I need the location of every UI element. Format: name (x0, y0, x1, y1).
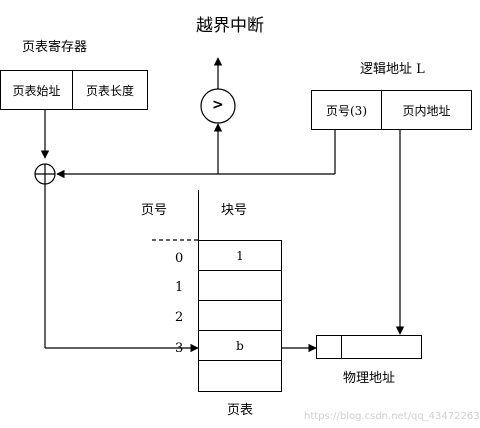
adder-icon (34, 163, 56, 185)
header-divider (198, 190, 200, 240)
physical-block-cell (317, 336, 342, 358)
page-table-register-label: 页表寄存器 (22, 40, 88, 55)
page-table-register: 页表始址 页表长度 (0, 70, 148, 110)
register-length-cell: 页表长度 (85, 83, 134, 98)
watermark: https://blog.csdn.net/qq_43472263 (304, 411, 480, 422)
logical-page-number-cell: 页号(3) (312, 91, 382, 129)
page-number-1: 1 (175, 280, 184, 295)
comparator-symbol: > (212, 97, 224, 113)
page-table-row (199, 300, 281, 330)
page-number-0: 0 (175, 251, 184, 266)
page-table-caption: 页表 (227, 403, 254, 418)
logical-address: 页号(3) 页内地址 (311, 90, 472, 130)
page-table-row (199, 270, 281, 300)
page-table-row (199, 360, 281, 391)
logical-address-label: 逻辑地址 L (360, 62, 425, 77)
physical-address-label: 物理地址 (343, 371, 396, 386)
logical-offset-cell: 页内地址 (402, 103, 451, 118)
page-table-row: 1 (199, 240, 281, 270)
page-table: 1 b (198, 240, 282, 392)
page-number-column-header: 页号 (141, 203, 168, 218)
block-number-column-header: 块号 (221, 203, 248, 218)
page-table-row: b (199, 330, 281, 360)
physical-offset-cell (342, 336, 421, 358)
overflow-interrupt-title: 越界中断 (196, 16, 264, 36)
physical-address-register (316, 335, 422, 359)
page-number-2: 2 (175, 310, 184, 325)
page-number-3: 3 (175, 341, 184, 356)
register-base-cell: 页表始址 (1, 71, 73, 109)
